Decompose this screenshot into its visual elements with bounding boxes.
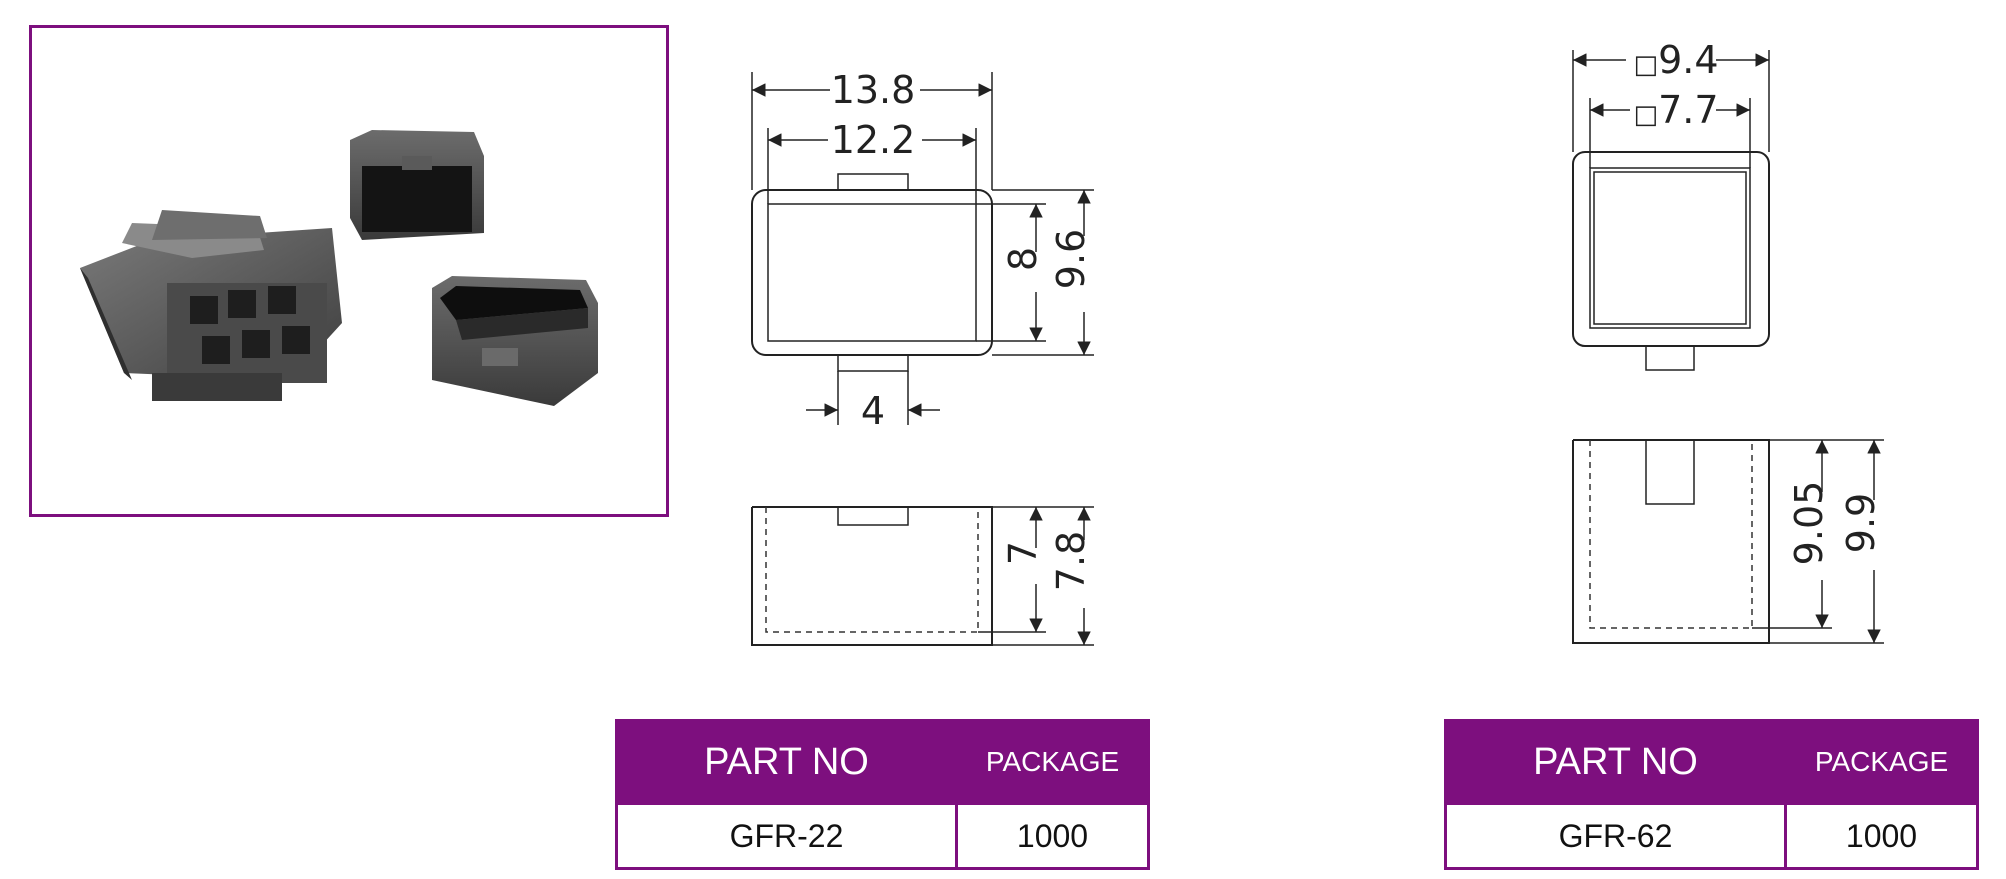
header-package: PACKAGE: [1784, 719, 1979, 805]
table-header-row: PART NO PACKAGE: [1444, 719, 1979, 805]
part-table-gfr-62: PART NO PACKAGE GFR-62 1000: [1444, 719, 1979, 870]
dim-outer-height: 9.6: [1049, 229, 1093, 289]
cell-part-no: GFR-22: [615, 802, 958, 870]
dim-side-outer-height-62: 9.9: [1839, 493, 1883, 553]
cell-part-no: GFR-62: [1444, 802, 1787, 870]
gfr-62-top-view: [1572, 50, 1770, 371]
product-photo-frame: [29, 25, 669, 517]
table-header-row: PART NO PACKAGE: [615, 719, 1150, 805]
dim-inner-height: 8: [1001, 247, 1045, 271]
dim-side-outer-height: 7.8: [1049, 531, 1093, 591]
gfr-62-side-view: [1572, 439, 1884, 644]
header-part-no: PART NO: [615, 719, 958, 805]
dim-tab-width: 4: [861, 389, 885, 433]
header-part-no: PART NO: [1444, 719, 1787, 805]
connector-housing: [80, 210, 342, 401]
dim-side-inner-height: 7: [1001, 541, 1045, 565]
table-row: GFR-62 1000: [1444, 802, 1979, 870]
dim-inner-square: □7.7: [1633, 88, 1718, 132]
cover-cap-bottom: [432, 276, 598, 406]
dim-outer-square: □9.4: [1633, 38, 1718, 82]
square-symbol: □: [1633, 100, 1658, 130]
header-package: PACKAGE: [955, 719, 1150, 805]
gfr-22-side-view: [751, 506, 1094, 646]
cover-cap-top: [350, 130, 484, 240]
product-photo: [80, 130, 598, 406]
table-row: GFR-22 1000: [615, 802, 1150, 870]
dim-inner-width: 12.2: [831, 118, 916, 162]
square-symbol: □: [1633, 50, 1658, 80]
cell-package: 1000: [955, 802, 1150, 870]
dim-side-inner-height-62: 9.05: [1787, 481, 1831, 566]
gfr-22-top-view: [751, 72, 1094, 425]
cell-package: 1000: [1784, 802, 1979, 870]
dim-outer-width: 13.8: [831, 68, 916, 112]
part-table-gfr-22: PART NO PACKAGE GFR-22 1000: [615, 719, 1150, 870]
